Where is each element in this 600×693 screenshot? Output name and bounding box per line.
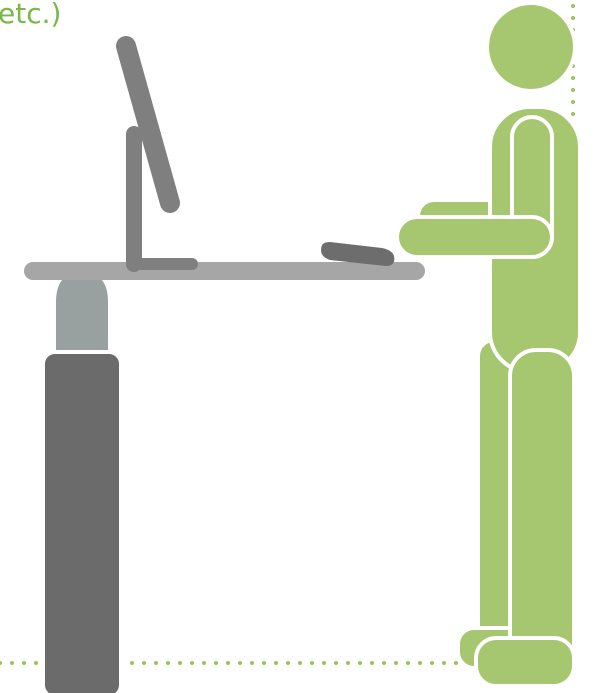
desk-leg-column [43, 272, 121, 693]
person-front-foot [476, 638, 574, 686]
desk-surface [24, 262, 425, 280]
person-front-forearm [397, 217, 552, 257]
standing-person-icon [397, 3, 580, 686]
person-front-leg [510, 350, 574, 680]
desk-leg-lower [43, 352, 121, 693]
person-head [487, 3, 575, 91]
monitor-icon [126, 46, 192, 264]
desk-leg-upper [56, 272, 108, 352]
